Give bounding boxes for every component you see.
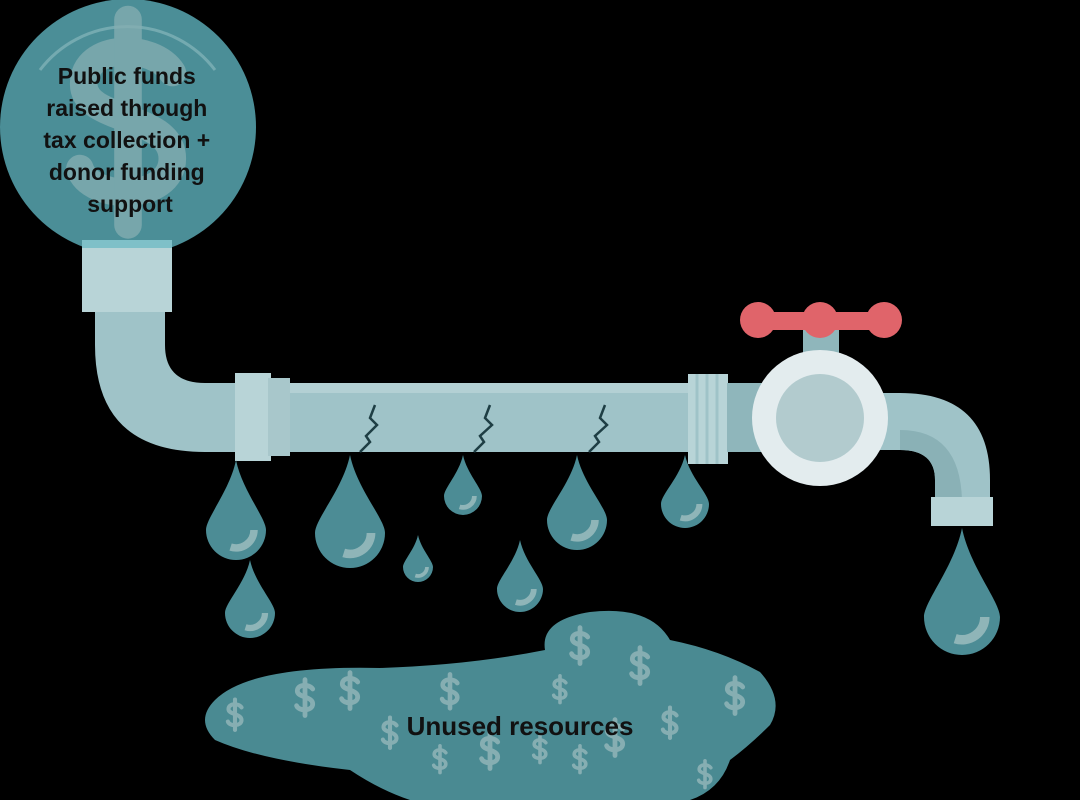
drop-highlight — [679, 503, 703, 522]
pipe-coupling — [235, 373, 290, 461]
dollar-icon — [569, 625, 591, 666]
dollar-icon — [531, 734, 548, 765]
funds-coin: Public funds raised through tax collecti… — [0, 0, 256, 255]
dollar-icon — [724, 675, 746, 716]
main-pipe — [240, 383, 770, 452]
drop-highlight — [953, 616, 990, 645]
dollar-icon — [551, 674, 568, 705]
puddle-label: Unused resources — [407, 711, 634, 741]
dollar-icon — [660, 705, 679, 740]
drop-highlight — [458, 495, 477, 510]
tap-body — [752, 350, 888, 486]
dollar-icon — [571, 744, 588, 775]
dollar-icon — [629, 645, 651, 686]
dollar-icon — [604, 717, 626, 758]
puddle: Unused resources — [205, 610, 776, 800]
drop-highlight — [515, 588, 537, 606]
dollar-icon — [339, 670, 361, 711]
dollar-icon — [696, 759, 713, 790]
pipe-cracks — [359, 404, 609, 453]
dollar-icon — [479, 730, 501, 771]
tap-handle[interactable] — [740, 302, 902, 338]
dollar-icon — [225, 697, 244, 732]
drop-highlight — [229, 529, 258, 552]
dollar-icon — [380, 715, 399, 750]
dollar-icon — [66, 5, 187, 239]
drop-highlight — [342, 532, 376, 559]
drop-highlight — [244, 612, 269, 631]
source-label: Public funds raised through tax collecti… — [43, 63, 216, 217]
dollar-icon — [431, 744, 448, 775]
water-drops — [206, 455, 1000, 655]
pipe-elbow — [95, 312, 245, 452]
drop-highlight — [414, 566, 429, 578]
drop-highlight — [570, 519, 599, 542]
pipe-neck — [82, 240, 172, 312]
spout-nozzle — [931, 497, 993, 526]
dollar-icon — [439, 672, 460, 711]
dollar-icon — [294, 677, 316, 718]
